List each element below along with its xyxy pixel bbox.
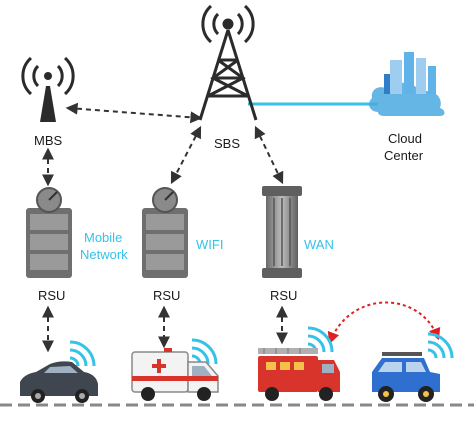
cloud-center-label-line1: Cloud [388, 131, 422, 146]
link-sbs-rsu2 [170, 125, 202, 185]
link-mbs-sbs [65, 102, 203, 124]
mbs-label: MBS [34, 133, 63, 148]
rsu2-server-icon [142, 187, 188, 278]
car-icon [20, 361, 98, 403]
fire-truck-icon [258, 348, 340, 401]
car-signal-icon [69, 340, 96, 367]
rsu3-column-icon [262, 186, 302, 278]
rsu2-label: RSU [153, 288, 181, 303]
ambulance-signal-icon [191, 338, 218, 365]
sbs-label: SBS [214, 136, 241, 151]
rsu1-label: RSU [38, 288, 66, 303]
mobile-network-label-line1: Mobile [84, 230, 123, 245]
cloud-center-label-line2: Center [384, 148, 424, 163]
wifi-label: WIFI [196, 237, 224, 252]
jeep-icon [372, 352, 440, 402]
ambulance-icon [131, 348, 219, 401]
jeep-signal-icon [427, 332, 454, 359]
link-v2v [327, 301, 441, 345]
wan-label: WAN [304, 237, 334, 252]
rsu3-label: RSU [270, 288, 298, 303]
link-sbs-rsu3 [254, 125, 284, 185]
sbs-tower-icon [198, 4, 258, 121]
mobile-network-label-line2: Network [80, 247, 128, 262]
rsu1-server-icon [26, 187, 72, 278]
mbs-antenna-icon [21, 56, 75, 122]
cloud-center-icon [369, 52, 445, 116]
